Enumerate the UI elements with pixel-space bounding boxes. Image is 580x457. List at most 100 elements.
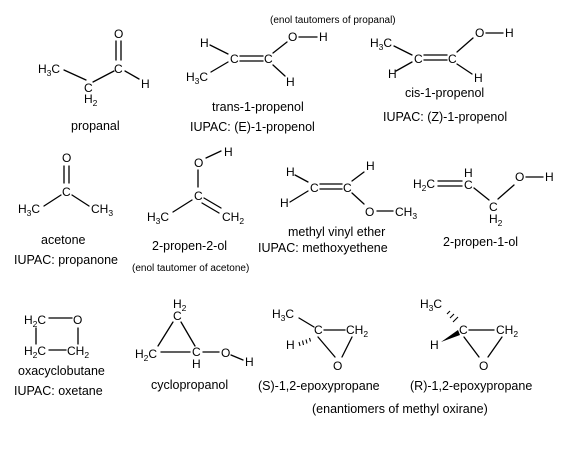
- atom-CH3: CH3: [91, 202, 113, 218]
- atom-H: H: [430, 338, 439, 352]
- note-methyl-oxirane: (enantiomers of methyl oxirane): [312, 402, 488, 416]
- bond: [210, 61, 229, 73]
- atom-CH2: CH2: [346, 323, 368, 339]
- name-propen2ol: 2-propen-2-ol: [152, 239, 227, 253]
- atom-H: H: [319, 30, 328, 44]
- atom-O: O: [333, 359, 342, 373]
- atom-O: O: [221, 346, 230, 360]
- bond: [230, 354, 244, 361]
- atom-O: O: [365, 205, 374, 219]
- atom-C: C: [192, 345, 201, 359]
- atom-H: H: [286, 338, 295, 352]
- atom-H: H: [505, 26, 514, 40]
- atom-O: O: [515, 170, 524, 184]
- atom-C: C: [173, 309, 182, 323]
- bond: [497, 184, 515, 200]
- atom-H: H: [545, 170, 554, 184]
- atom-H: H: [200, 36, 209, 50]
- bond: [272, 64, 286, 77]
- bond: [393, 45, 413, 56]
- bond: [456, 37, 474, 53]
- bond: [456, 63, 473, 75]
- atom-CH2: CH2: [67, 344, 89, 360]
- atom-H: H: [224, 145, 233, 159]
- atom-CH2: CH2: [222, 210, 244, 226]
- cyclopropanol-structure: H2 C H2C C H O H: [135, 297, 254, 371]
- atom-CH2: CH2: [496, 323, 518, 339]
- name-cis-propenol: cis-1-propenol: [405, 86, 484, 100]
- atom-H: H: [280, 196, 289, 210]
- propanal-structure: H3C C H2 C O H: [38, 27, 150, 108]
- propen2ol-structure: H O C H3C CH2: [147, 145, 244, 226]
- atom-C: C: [314, 323, 323, 337]
- cis-propenol-structure: H3C H C C O H H: [370, 26, 514, 85]
- bond: [473, 187, 490, 201]
- oxetane-structure: H2C O H2C CH2: [24, 313, 89, 360]
- atom-C: C: [343, 181, 352, 195]
- atom-C: C: [414, 52, 423, 66]
- hashed-bond: [446, 310, 459, 323]
- solid-wedge-bond: [441, 330, 460, 342]
- name-methyl-vinyl-ether: methyl vinyl ether: [288, 225, 385, 239]
- atom-H2C: H2C: [413, 177, 435, 193]
- bond: [180, 321, 196, 347]
- atom-C: C: [464, 178, 473, 192]
- bond: [289, 190, 309, 203]
- atom-O: O: [288, 30, 297, 44]
- propen1ol-structure: H2C H C C H2 O H: [413, 166, 554, 228]
- bond: [317, 336, 336, 358]
- atom-H: H: [474, 71, 483, 85]
- atom-H: H: [464, 166, 473, 180]
- bond: [43, 194, 62, 207]
- note-enol-acetone: (enol tautomer of acetone): [132, 263, 249, 274]
- atom-H: H: [286, 75, 295, 89]
- bond: [92, 70, 115, 83]
- atom-H2C: H2C: [24, 344, 46, 360]
- bond: [487, 336, 503, 358]
- atom-H2C: H2C: [24, 313, 46, 329]
- iupac-oxetane: IUPAC: oxetane: [14, 384, 103, 398]
- atom-H2C: H2C: [135, 347, 157, 363]
- methyl-vinyl-ether-structure: H H C C H O CH3: [280, 159, 417, 221]
- bond: [463, 336, 480, 358]
- atom-H: H: [366, 159, 375, 173]
- atom-C: C: [310, 181, 319, 195]
- name-acetone: acetone: [41, 233, 86, 247]
- atom-O: O: [194, 156, 203, 170]
- atom-H2: H2: [84, 92, 98, 108]
- iupac-acetone: IUPAC: propanone: [14, 253, 118, 267]
- atom-H: H: [245, 355, 254, 369]
- atom-C: C: [264, 52, 273, 66]
- bond: [351, 192, 365, 205]
- bond: [71, 194, 90, 207]
- trans-propenol-structure: H H3C C C O H H: [186, 30, 328, 89]
- atom-CH3: CH3: [395, 205, 417, 221]
- iupac-trans-propenol: IUPAC: (E)-1-propenol: [190, 120, 315, 134]
- atom-H: H: [388, 67, 397, 81]
- bond: [272, 41, 288, 54]
- atom-H3C: H3C: [272, 307, 294, 323]
- atom-H3C: H3C: [18, 202, 40, 218]
- atom-C: C: [84, 81, 93, 95]
- atom-H3C: H3C: [420, 297, 442, 313]
- atom-O: O: [479, 359, 488, 373]
- atom-O: O: [475, 26, 484, 40]
- bond: [157, 321, 174, 347]
- bond: [341, 336, 353, 358]
- atom-C: C: [194, 189, 203, 203]
- atom-O: O: [114, 27, 123, 41]
- atom-H3C: H3C: [370, 36, 392, 52]
- atom-C: C: [448, 52, 457, 66]
- name-cyclopropanol: cyclopropanol: [151, 378, 228, 392]
- bond: [351, 171, 365, 182]
- atom-H: H: [192, 357, 201, 371]
- atom-C: C: [459, 323, 468, 337]
- name-s-epoxypropane: (S)-1,2-epoxypropane: [258, 379, 380, 393]
- name-oxacyclobutane: oxacyclobutane: [18, 364, 105, 378]
- atom-O: O: [73, 313, 82, 327]
- name-propanal: propanal: [71, 119, 120, 133]
- atom-C: C: [114, 62, 123, 76]
- name-r-epoxypropane: (R)-1,2-epoxypropane: [410, 379, 532, 393]
- bond: [294, 174, 309, 183]
